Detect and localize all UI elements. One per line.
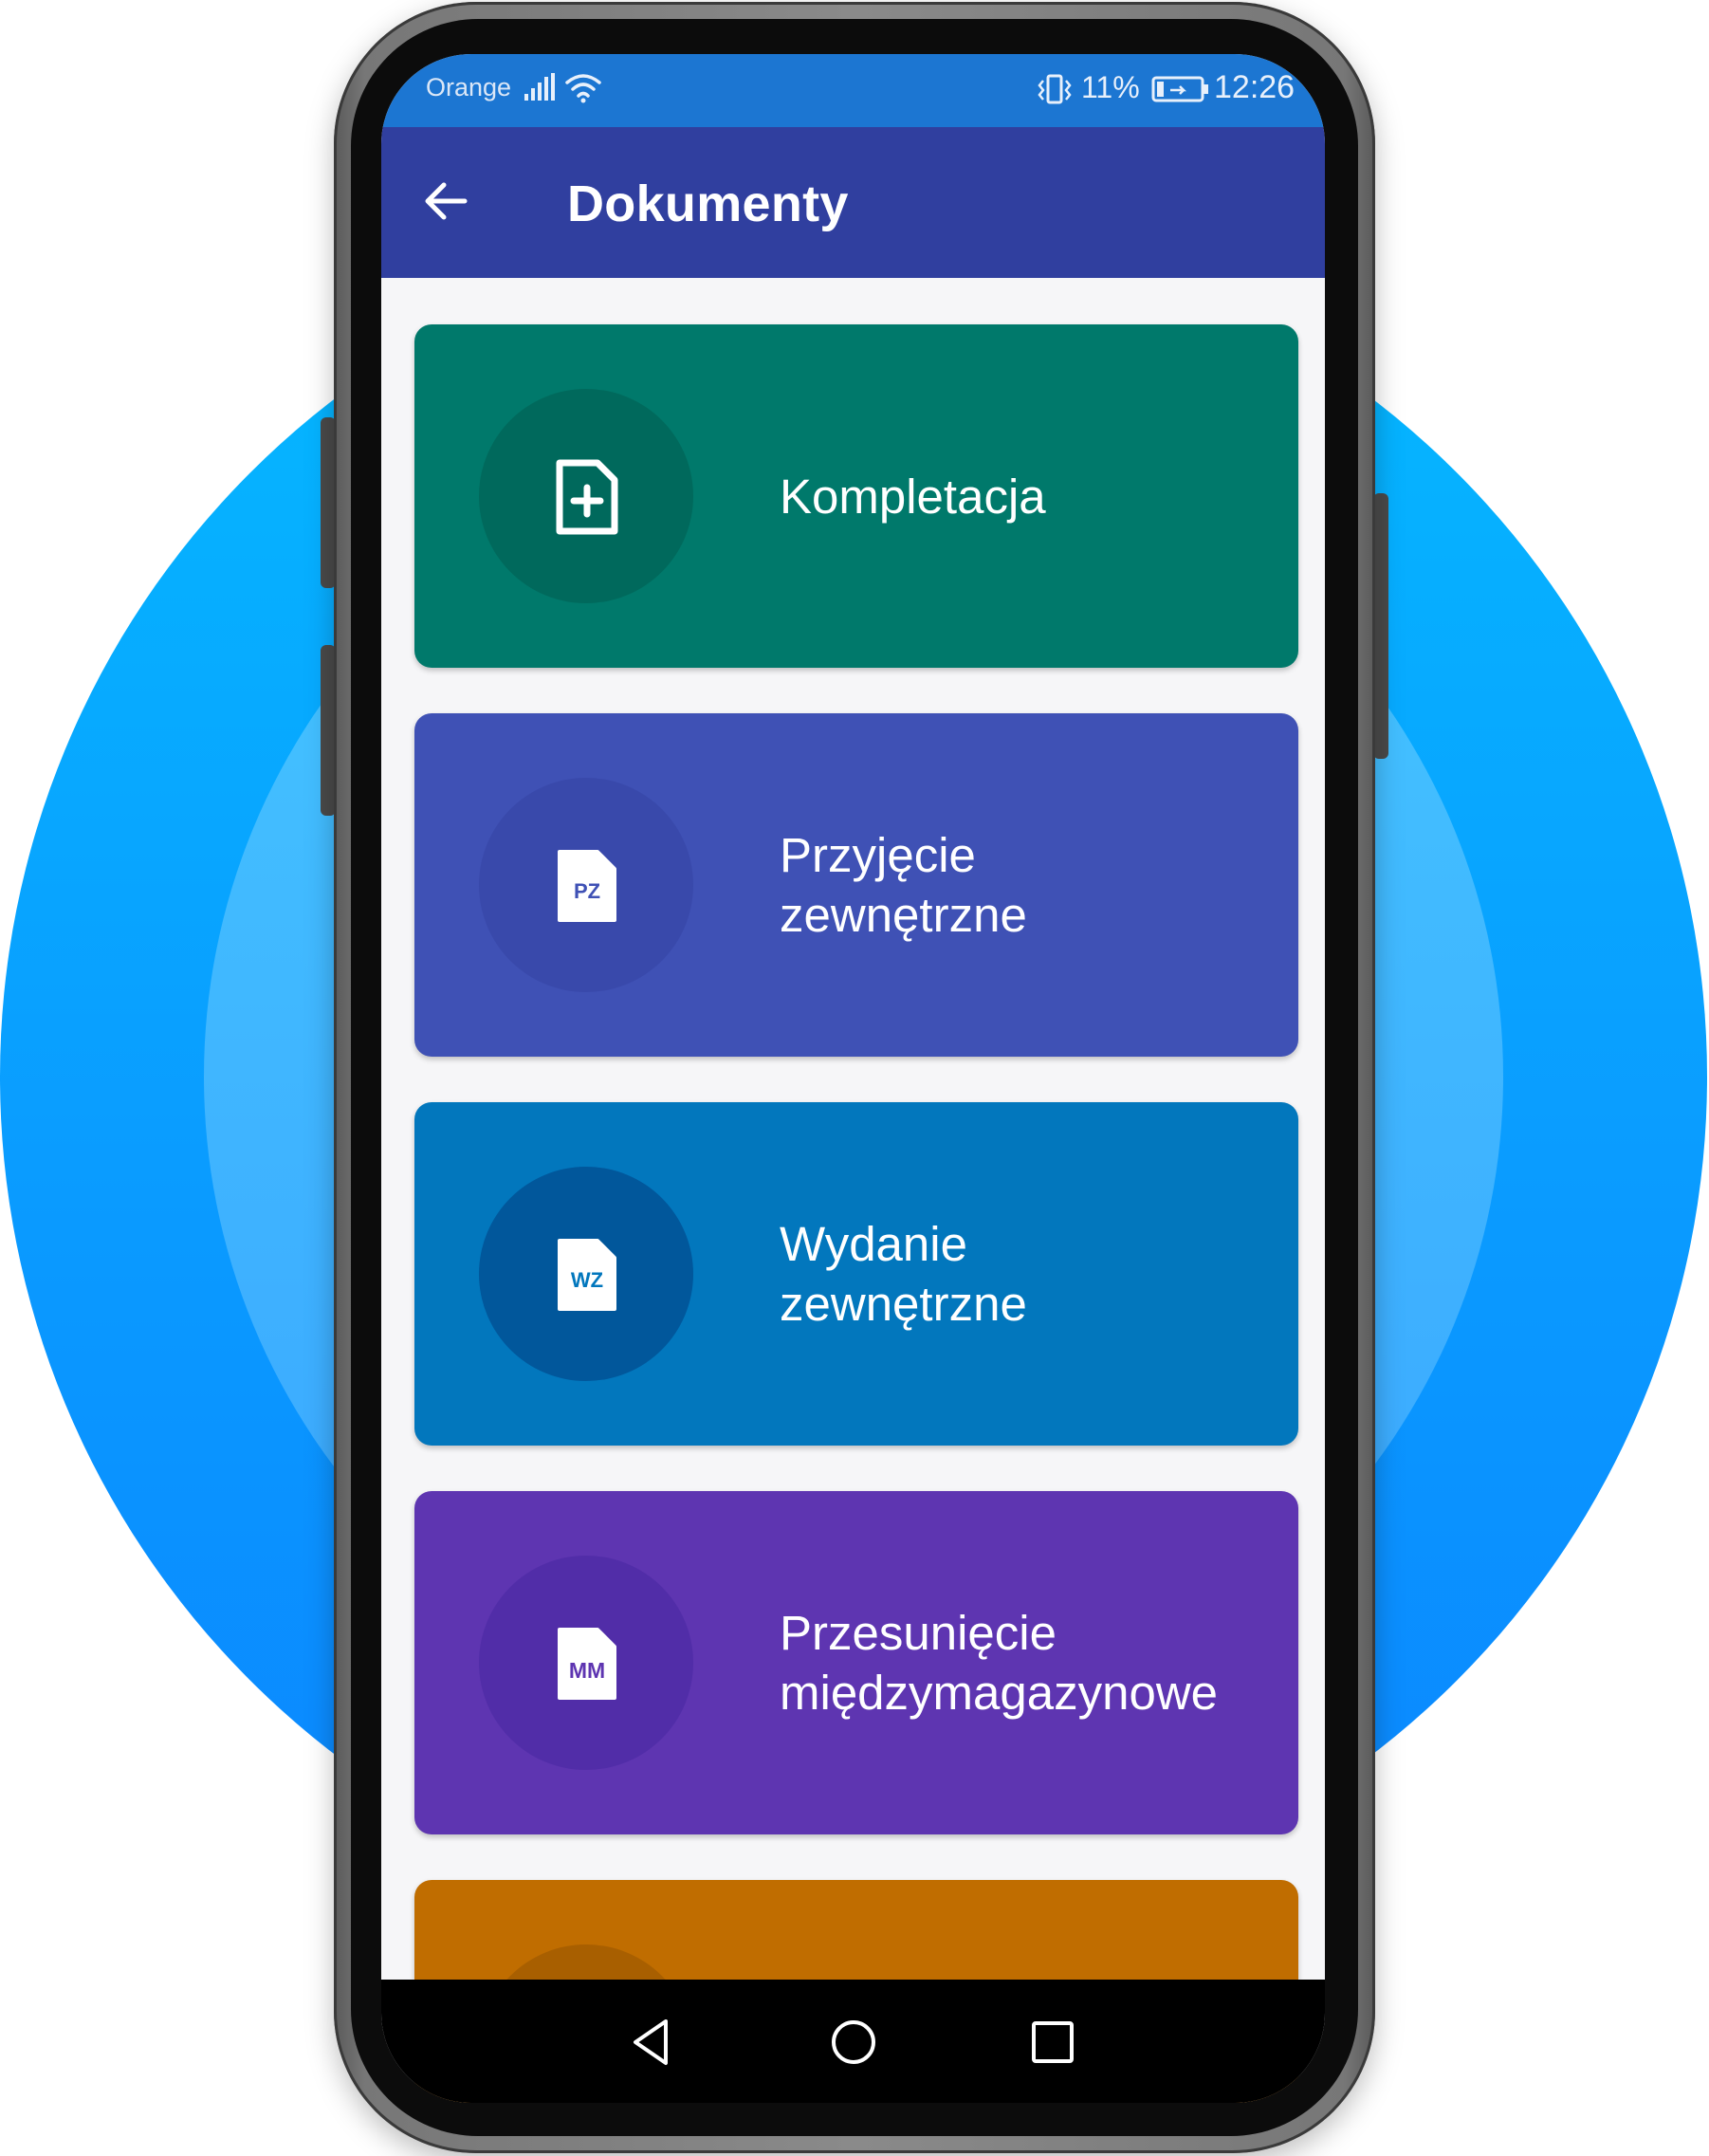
file-plus-icon xyxy=(556,459,618,535)
file-icon-text: MM xyxy=(569,1658,605,1683)
phone-volume-down-button xyxy=(321,645,336,816)
file-pz-icon: PZ xyxy=(558,850,616,922)
app-bar: Dokumenty xyxy=(381,127,1325,278)
file-icon-text: WZ xyxy=(571,1268,603,1292)
carrier-name: Orange xyxy=(426,73,512,101)
phone-volume-up-button xyxy=(321,417,336,588)
back-triangle-icon[interactable] xyxy=(626,2016,679,2069)
file-icon-text: PZ xyxy=(574,879,600,903)
arrow-left-icon[interactable] xyxy=(419,175,472,228)
phone-frame: Orange xyxy=(334,2,1375,2153)
file-wz-icon: WZ xyxy=(558,1239,616,1311)
card-przyjecie-zewnetrzne[interactable]: PZ Przyjęcie zewnętrzne xyxy=(414,713,1298,1057)
battery-charging-icon xyxy=(1151,76,1208,102)
wifi-icon xyxy=(565,74,601,103)
card-label: Kompletacja xyxy=(780,469,1046,524)
signal-icon xyxy=(524,73,555,101)
status-clock: 12:26 xyxy=(1214,69,1296,105)
navigation-bar xyxy=(381,1980,1325,2103)
phone-screen: Orange xyxy=(381,54,1325,2103)
status-bar: Orange xyxy=(381,54,1325,127)
card-kompletacja[interactable]: Kompletacja xyxy=(414,324,1298,668)
card-wydanie-zewnetrzne[interactable]: WZ Wydanie zewnętrzne xyxy=(414,1102,1298,1446)
recents-square-icon[interactable] xyxy=(1026,2016,1079,2069)
page-title: Dokumenty xyxy=(567,175,849,232)
vibrate-icon xyxy=(1038,74,1072,104)
card-label: Wydanie zewnętrzne xyxy=(780,1217,1027,1331)
home-circle-icon[interactable] xyxy=(827,2016,880,2069)
card-przesuniecie-miedzymagazynowe[interactable]: MM Przesunięcie międzymagazynowe xyxy=(414,1491,1298,1834)
card-label: Przesunięcie międzymagazynowe xyxy=(780,1606,1219,1720)
card-label: Przyjęcie zewnętrzne xyxy=(780,828,1027,942)
battery-percent: 11% xyxy=(1081,70,1140,104)
file-mm-icon: MM xyxy=(558,1628,616,1700)
phone-power-button xyxy=(1373,493,1388,759)
